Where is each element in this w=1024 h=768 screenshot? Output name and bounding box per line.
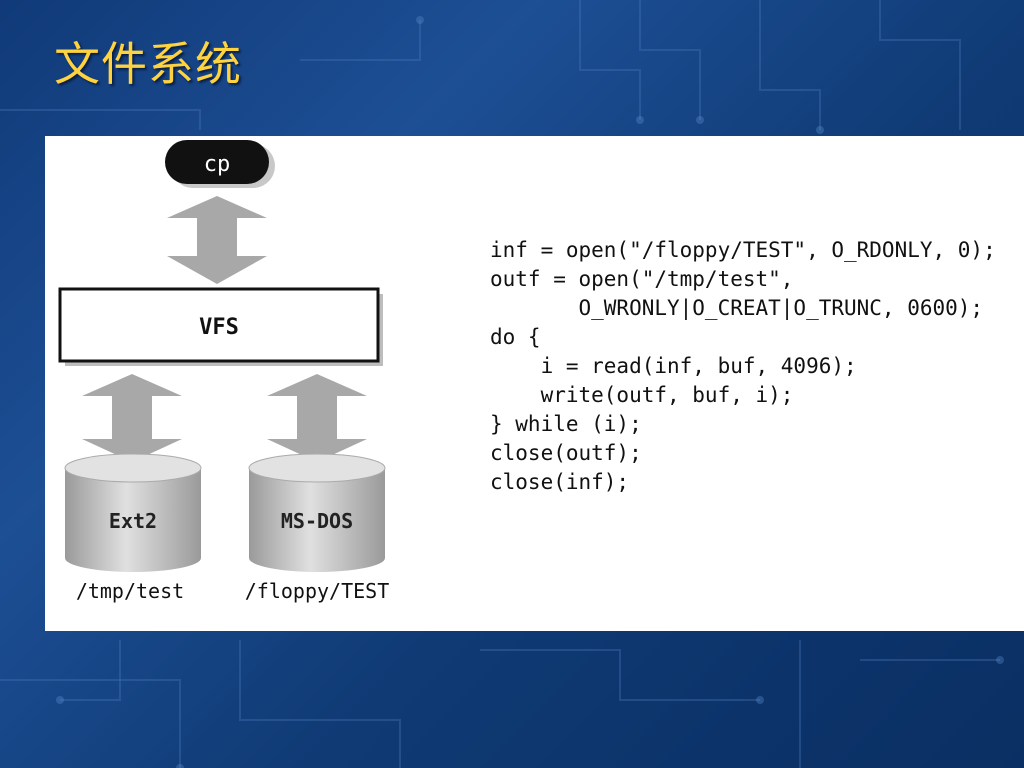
code-line: i = read(inf, buf, 4096); [490, 354, 857, 378]
diagram-panel: cp VFS Ext2 MS-DOS /tmp/test /floppy/TES… [45, 136, 1024, 631]
ext2-cylinder: Ext2 [64, 453, 202, 572]
code-line: inf = open("/floppy/TEST", O_RDONLY, 0); [490, 238, 996, 262]
msdos-label: MS-DOS [281, 509, 353, 533]
code-line: O_WRONLY|O_CREAT|O_TRUNC, 0600); [490, 296, 984, 320]
code-line: write(outf, buf, i); [490, 383, 794, 407]
slide-title: 文件系统 [54, 37, 242, 91]
vfs-node: VFS [58, 287, 383, 366]
code-line: close(outf); [490, 441, 642, 465]
arrow-vfs-ext2 [82, 374, 182, 462]
arrow-cp-vfs [167, 196, 267, 284]
vfs-label: VFS [199, 315, 239, 340]
code-line: } while (i); [490, 412, 642, 436]
path-floppy-test: /floppy/TEST [245, 579, 390, 603]
ext2-label: Ext2 [109, 509, 157, 533]
cp-label: cp [204, 152, 231, 177]
code-line: close(inf); [490, 470, 630, 494]
code-listing: inf = open("/floppy/TEST", O_RDONLY, 0);… [490, 236, 996, 497]
path-tmp-test: /tmp/test [76, 579, 184, 603]
code-line: outf = open("/tmp/test", [490, 267, 794, 291]
vfs-diagram: cp VFS Ext2 MS-DOS /tmp/test /floppy/TES… [58, 140, 390, 603]
arrow-vfs-msdos [267, 374, 367, 462]
msdos-cylinder: MS-DOS [248, 453, 386, 572]
code-line: do { [490, 325, 541, 349]
cp-process-node: cp [165, 140, 275, 188]
